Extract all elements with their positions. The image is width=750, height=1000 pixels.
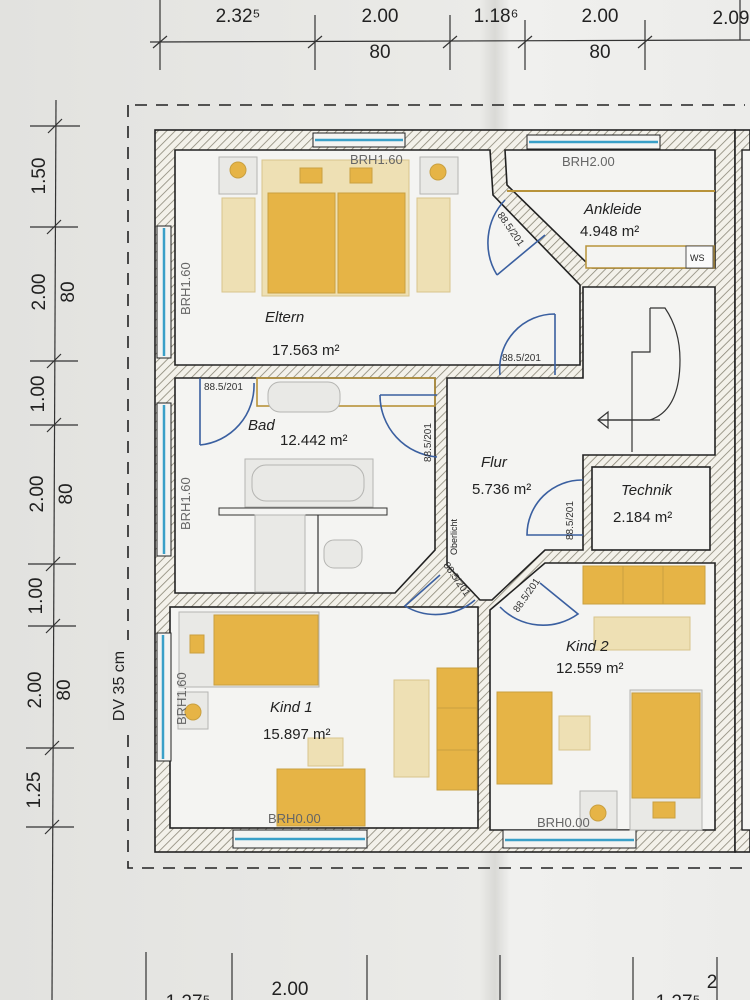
door-label-eltern-flur: 88.5/201 [502,353,541,364]
window-label-eltern-left: BRH1.60 [178,262,193,315]
room-area-kind1: 15.897 m² [263,726,331,743]
door-kind2 [499,582,580,627]
stair-icon [597,307,681,452]
mattress [631,692,701,799]
kind2-furniture [496,565,706,831]
door-eltern-ankleide [487,199,546,276]
lamp-icon [184,703,202,721]
dim-top-2-sub: 80 [369,42,390,63]
room-area-technik: 2.184 m² [613,509,672,526]
washbasin [267,381,341,413]
dim-left-6: 2.00 [25,672,46,709]
bad-furniture [218,377,436,593]
lamp-icon [589,804,607,822]
slab-outline [127,104,745,869]
lamp-icon [229,161,247,179]
oberlicht-label: Oberlicht [449,518,459,555]
dim-left-4-sub: 80 [56,483,77,504]
desk [276,768,366,827]
pillow-icon [349,167,373,184]
window-label-kind1-left: BRH1.60 [174,672,189,725]
dim-top-3: 1.18⁶ [474,6,519,27]
door-bad-entry [199,378,255,446]
room-name-eltern: Eltern [265,309,304,326]
dim-left-2: 2.00 [29,274,50,311]
dim-left-5: 1.00 [26,578,47,615]
pillow-icon [189,634,205,654]
left-dimension-chain: 1.50 2.00 80 1.00 2.00 80 1.00 2.00 80 1… [24,99,80,1000]
mattress-right [337,192,406,294]
doors [199,199,584,627]
dim-bottom-4: 1.27⁵ [656,992,701,1000]
ankleide-furniture: WS [507,190,715,269]
dim-left-2-sub: 80 [58,281,79,302]
dim-top-4-sub: 80 [589,42,610,63]
room-area-bad: 12.442 m² [280,432,348,449]
mattress-left [267,192,336,294]
windows [156,132,661,849]
door-label-bad-entry: 88.5/201 [204,382,243,393]
door-technik [526,479,584,536]
pillow-icon [652,801,676,819]
dim-top-1: 2.32⁵ [216,6,261,27]
dim-bottom-2: 2.00 [272,979,309,1000]
window-label-bad-left: BRH1.60 [178,477,193,530]
room-technik[interactable] [591,466,711,551]
rug-left [221,197,256,293]
dim-left-1: 1.50 [29,158,50,195]
door-eltern-flur [498,313,556,376]
toilet [323,539,363,569]
desk [496,691,553,785]
dim-top-2: 2.00 [362,6,399,27]
pillow-icon [299,167,323,184]
room-area-kind2: 12.559 m² [556,660,624,677]
dim-left-7: 1.25 [24,772,45,809]
bottom-dimension-chain: 1.27⁵ 2.00 2 1.27⁵ [145,952,718,1000]
window-label-eltern-top: BRH1.60 [350,152,403,167]
room-area-eltern: 17.563 m² [272,342,340,359]
dim-bottom-3: 2 [707,972,718,993]
dim-top-4: 2.00 [582,6,619,27]
dim-left-4: 2.00 [27,476,48,513]
kind1-furniture [177,611,478,827]
cabinet [393,679,430,778]
ws-label: WS [690,253,705,263]
door-kind1 [403,574,476,616]
dim-bottom-1: 1.27⁵ [166,992,211,1000]
chair [558,715,591,751]
dim-left-6-sub: 80 [54,679,75,700]
window-label-kind1-bottom: BRH0.00 [268,811,321,826]
shower [254,514,306,593]
window-label-kind2-bottom: BRH0.00 [537,815,590,830]
wardrobe [436,667,478,791]
chair [307,737,344,767]
eltern-furniture [218,156,459,297]
slab-note: DV 35 cm [111,651,128,721]
top-dimension-chain: 2.32⁵ 2.00 80 1.18⁶ 2.00 80 2.09⁸ [149,0,750,70]
room-name-technik: Technik [621,482,674,499]
rug-right [416,197,451,293]
room-name-kind1: Kind 1 [270,699,313,716]
room-name-flur: Flur [481,454,508,471]
window-label-ankleide-top: BRH2.00 [562,154,615,169]
room-area-flur: 5.736 m² [472,481,531,498]
door-bad-flur [379,394,438,458]
room-flur[interactable] [446,286,716,601]
shelf [582,565,706,605]
ws-box [685,245,714,269]
bench [593,616,691,651]
room-name-bad: Bad [248,417,275,434]
door-label-technik: 88.5/201 [565,501,576,540]
room-name-ankleide: Ankleide [583,201,642,218]
room-area-ankleide: 4.948 m² [580,223,639,240]
mattress [213,614,319,686]
dim-top-5: 2.09⁸ [713,8,750,29]
lamp-icon [429,163,447,181]
door-label-bad-flur: 88.5/201 [423,423,434,462]
room-name-kind2: Kind 2 [566,638,609,655]
dim-left-3: 1.00 [28,376,49,413]
